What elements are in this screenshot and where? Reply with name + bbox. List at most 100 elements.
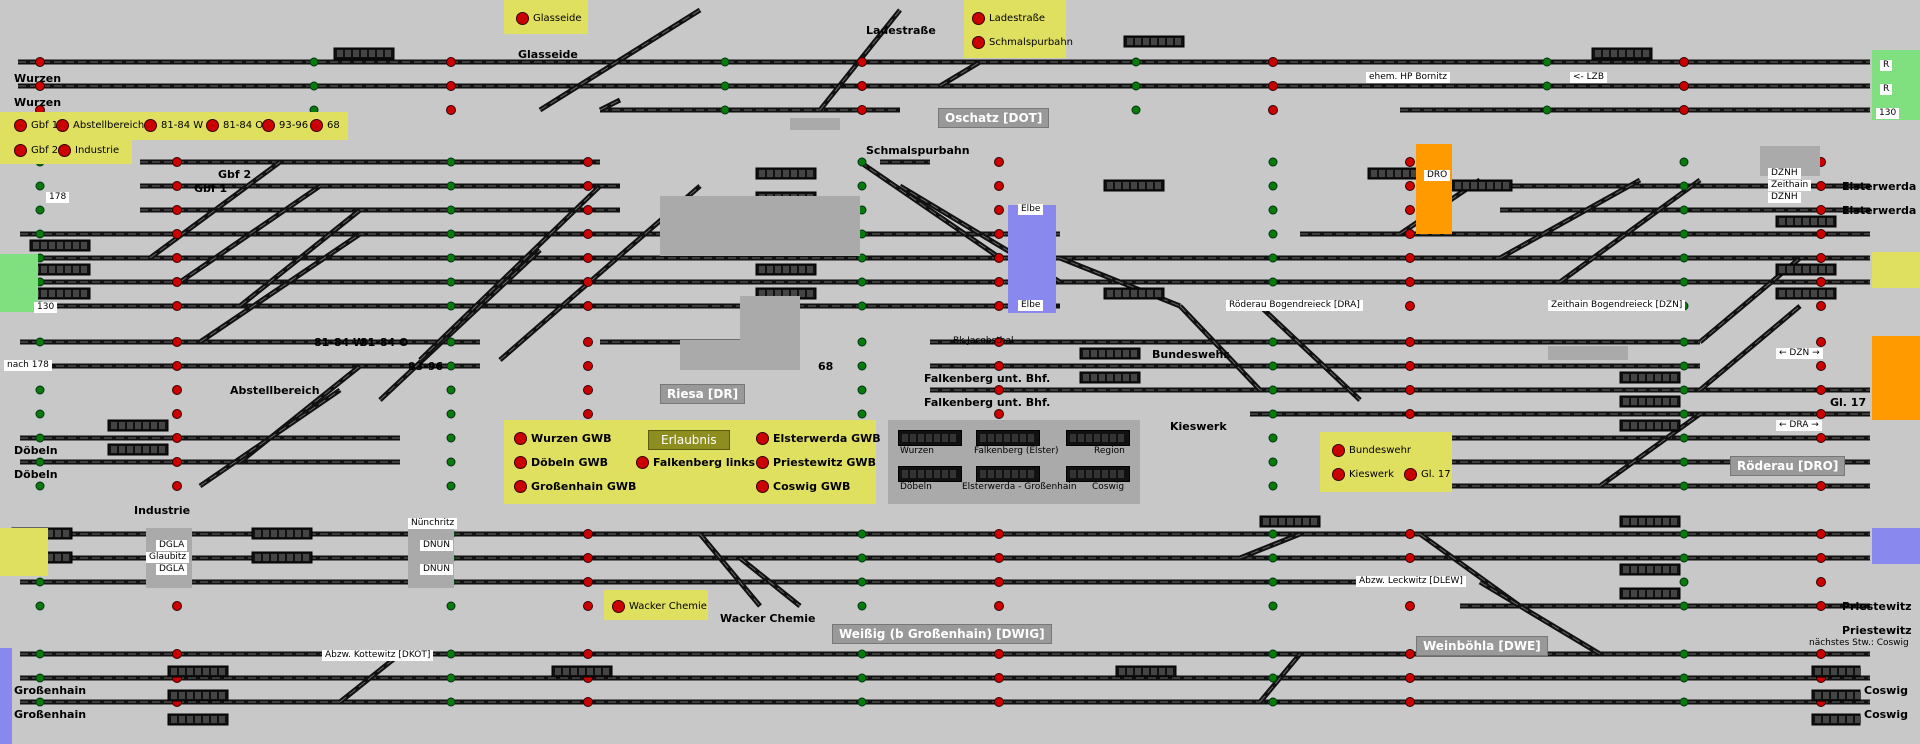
signal-icon: [857, 105, 867, 115]
station-label: Priestewitz: [1842, 600, 1912, 613]
btn-falkenberg-links[interactable]: Falkenberg links: [636, 456, 755, 469]
counter-label: Wurzen: [900, 446, 934, 456]
signal-green-icon: [1679, 649, 1689, 659]
counter-digit: [759, 266, 765, 273]
station-label: Glasseide: [518, 48, 578, 61]
counter-digit: [1847, 692, 1853, 699]
signal-green-icon: [35, 385, 45, 395]
signal-green-icon: [857, 601, 867, 611]
counter-digit: [1787, 218, 1793, 225]
btn-glasseide[interactable]: Glasseide: [516, 12, 582, 25]
station-label: Gbf 1: [194, 182, 228, 195]
counter-digit: [33, 242, 39, 249]
counter-digit: [353, 50, 359, 57]
signal-icon: [172, 481, 182, 491]
btn-wacker-chemie[interactable]: Wacker Chemie: [612, 600, 707, 613]
signal-green-icon: [1268, 205, 1278, 215]
signal-icon: [172, 205, 182, 215]
btn-elsterwerda-gwb[interactable]: Elsterwerda GWB: [756, 432, 881, 445]
station-box-roederau[interactable]: Röderau [DRO]: [1730, 456, 1846, 476]
btn-industrie[interactable]: Industrie: [58, 144, 119, 157]
signal-green-icon: [1268, 385, 1278, 395]
btn-ladestrasse[interactable]: Ladestraße: [972, 12, 1045, 25]
btn-grossenhain-gwb[interactable]: Großenhain GWB: [514, 480, 636, 493]
erlaubnis-button[interactable]: Erlaubnis: [648, 430, 730, 450]
signal-icon: [994, 253, 1004, 263]
signal-icon: [1679, 57, 1689, 67]
signal-green-icon: [1679, 337, 1689, 347]
signal-green-icon: [720, 105, 730, 115]
btn-schmalspurbahn[interactable]: Schmalspurbahn: [972, 36, 1073, 49]
counter-digit: [1411, 170, 1417, 177]
zone-yellow-right: [1872, 252, 1920, 288]
counter-digit: [1143, 668, 1149, 675]
counter-digit: [783, 170, 789, 177]
station-box-weissig[interactable]: Weißig (b Großenhain) [DWIG]: [832, 624, 1052, 644]
button-dot-icon: [56, 119, 69, 132]
counter-digit: [1167, 38, 1173, 45]
btn-9396[interactable]: 93-96: [262, 119, 308, 132]
counter-digit: [377, 50, 383, 57]
track-segment-gap: [179, 185, 321, 283]
btn-kieswerk[interactable]: Kieswerk: [1332, 468, 1394, 481]
track-tag: 130: [1876, 108, 1900, 119]
button-dot-icon: [972, 36, 985, 49]
btn-priestewitz-gwb[interactable]: Priestewitz GWB: [756, 456, 876, 469]
counter-digit: [263, 530, 269, 537]
signal-green-icon: [1679, 385, 1689, 395]
btn-8184o[interactable]: 81-84 O: [206, 119, 263, 132]
btn-abstellbereich[interactable]: Abstellbereich: [56, 119, 144, 132]
button-dot-icon: [310, 119, 323, 132]
signal-green-icon: [1268, 457, 1278, 467]
signal-icon: [583, 529, 593, 539]
signal-icon: [994, 673, 1004, 683]
signal-green-icon: [1268, 337, 1278, 347]
btn-doebeln-gwb[interactable]: Döbeln GWB: [514, 456, 608, 469]
counter-digit: [57, 290, 63, 297]
track-segment-gap: [1559, 179, 1701, 283]
signal-green-icon: [857, 409, 867, 419]
counter-digit: [1127, 668, 1133, 675]
zone-doebeln-green: [0, 254, 38, 312]
counter-digit: [1311, 518, 1317, 525]
btn-coswig-gwb[interactable]: Coswig GWB: [756, 480, 850, 493]
btn-68[interactable]: 68: [310, 119, 340, 132]
signal-green-icon: [857, 673, 867, 683]
signal-icon: [1816, 481, 1826, 491]
btn-wurzen-gwb[interactable]: Wurzen GWB: [514, 432, 611, 445]
counter-digit: [1631, 422, 1637, 429]
counter-digit: [1663, 590, 1669, 597]
station-box-weinboehla[interactable]: Weinböhla [DWE]: [1416, 636, 1548, 656]
station-box-oschatz[interactable]: Oschatz [DOT]: [938, 108, 1050, 128]
counter-digit: [57, 242, 63, 249]
track-tag: DRO: [1424, 170, 1451, 181]
btn-gbf1[interactable]: Gbf 1: [14, 119, 58, 132]
btn-gl17[interactable]: Gl. 17: [1404, 468, 1451, 481]
btn-8184w[interactable]: 81-84 W: [144, 119, 203, 132]
station-box-riesa[interactable]: Riesa [DR]: [660, 384, 746, 404]
platform-riesa: [660, 196, 860, 256]
counter-digit: [1139, 182, 1145, 189]
counter-digit: [1631, 398, 1637, 405]
counter-digit: [1131, 374, 1137, 381]
station-label: Großenhain: [14, 684, 87, 697]
btn-gbf2[interactable]: Gbf 2: [14, 144, 58, 157]
counter-digit: [255, 530, 261, 537]
track-tag: Röderau Bogendreieck [DRA]: [1226, 300, 1363, 311]
signal-icon: [172, 253, 182, 263]
counter-digit: [1643, 50, 1649, 57]
signal-icon: [1405, 409, 1415, 419]
signal-icon: [1816, 229, 1826, 239]
counter-digit: [295, 530, 301, 537]
counter-digit: [1803, 290, 1809, 297]
counter-digit: [1847, 668, 1853, 675]
counter-digit: [1839, 692, 1845, 699]
signal-icon: [172, 181, 182, 191]
track-tag: R: [1880, 84, 1893, 95]
btn-bundeswehr[interactable]: Bundeswehr: [1332, 444, 1411, 457]
counter-digit: [73, 290, 79, 297]
track-tag: nächstes Stw.: Coswig: [1809, 638, 1909, 648]
track-segment-gap: [539, 9, 701, 111]
signal-icon: [583, 205, 593, 215]
track-tag: Elbe: [1018, 300, 1044, 311]
